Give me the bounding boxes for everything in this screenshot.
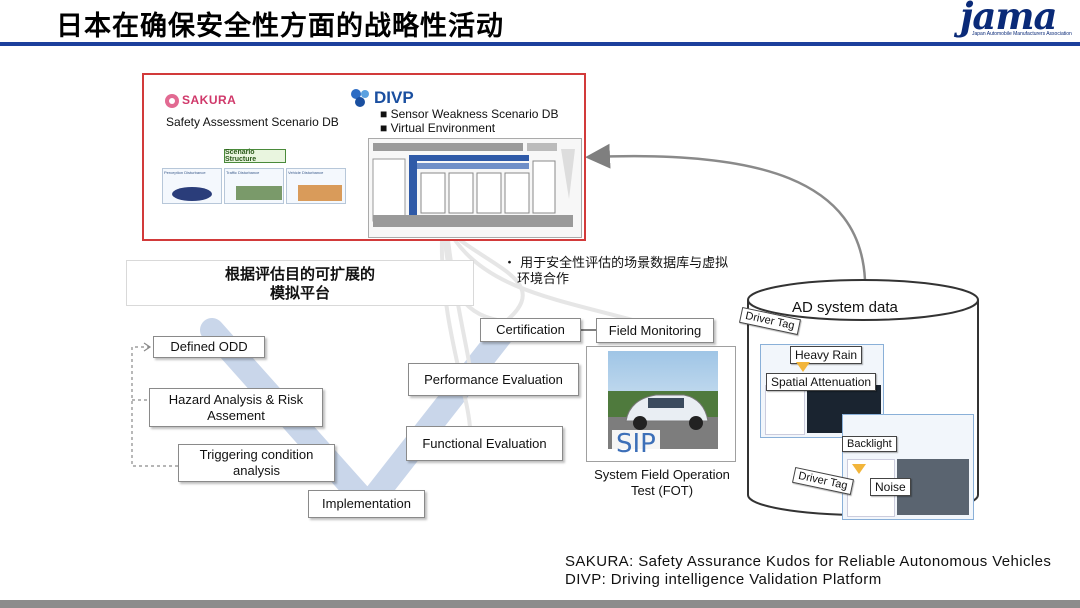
bottom-bar [0,600,1080,608]
field-monitoring-label: Field Monitoring [608,322,702,338]
performance-label: Performance Evaluation [424,371,563,387]
title-rule [0,42,1080,46]
platform-line2: 模拟平台 [269,284,330,302]
implementation-label: Implementation [322,496,411,511]
fot-label-line1: System Field Operation [594,467,730,482]
jama-logo-word: jama [960,0,1057,38]
functional-label: Functional Evaluation [422,435,547,451]
sakura-flower-icon [165,94,179,108]
functional-evaluation-box: Functional Evaluation [406,426,563,461]
implementation-box: Implementation [308,490,425,518]
heavy-rain-tag: Heavy Rain [790,346,863,364]
backlight-tag: Backlight [842,436,897,452]
footer-divp-definition: DIVP: Driving intelligence Validation Pl… [565,571,882,588]
divp-architecture-diagram [368,138,582,238]
scenario-thumbnails [172,185,342,201]
sakura-logo: SAKURA [182,93,237,107]
tag-pointer-1 [796,362,810,372]
certification-label: Certification [496,322,565,337]
divp-bullet-virtual: ■ Virtual Environment [380,121,496,135]
platform-line1: 根据评估目的可扩展的 [224,265,375,283]
spatial-attenuation-tag: Spatial Attenuation [766,373,877,391]
collaboration-note: ・ 用于安全性评估的场景数据库与虚拟 环境合作 [503,256,743,288]
jama-logo: jama Japan Automobile Manufacturers Asso… [950,0,1076,42]
page-title: 日本在确保安全性方面的战略性活动 [56,11,504,42]
note-line2: 环境合作 [517,272,570,287]
performance-evaluation-box: Performance Evaluation [408,363,579,396]
fot-label: System Field Operation Test (FOT) [586,467,738,499]
divp-logo: DIVP [374,88,414,107]
triggering-line2: analysis [233,463,280,478]
footer-sakura-definition: SAKURA: Safety Assurance Kudos for Relia… [565,553,1052,570]
divp-logo-icon [351,89,369,107]
dashed-feedback-loop [131,346,178,467]
hazard-line2: Assement [207,407,265,423]
hazard-analysis-box: Hazard Analysis & Risk Assement [149,388,323,427]
triggering-line1: Triggering condition [199,447,314,462]
hazard-line1: Hazard Analysis & Risk [168,391,304,407]
sakura-db-label: Safety Assessment Scenario DB [166,115,339,129]
tag-pointer-2 [852,464,866,474]
triggering-condition-box: Triggering condition analysis [178,444,335,482]
divp-bullet-sensor: ■ Sensor Weakness Scenario DB [380,107,559,121]
noise-tag: Noise [870,478,911,496]
ad-system-data-title: AD system data [792,299,898,316]
note-line1: ・ 用于安全性评估的场景数据库与虚拟 [503,256,729,271]
fot-frame [586,346,736,462]
jama-logo-subtitle: Japan Automobile Manufacturers Associati… [972,31,1072,37]
field-monitoring-box: Field Monitoring [596,318,714,343]
certification-box: Certification [480,318,581,342]
defined-odd-box: Defined ODD [153,336,265,358]
feedback-arrow [585,143,867,281]
sip-logo: SIP [612,430,660,458]
fot-label-line2: Test (FOT) [630,483,694,498]
defined-odd-label: Defined ODD [170,339,248,354]
scenario-structure-label: Scenario Structure [224,149,286,163]
simulation-platform-box: 根据评估目的可扩展的 模拟平台 [126,260,474,306]
